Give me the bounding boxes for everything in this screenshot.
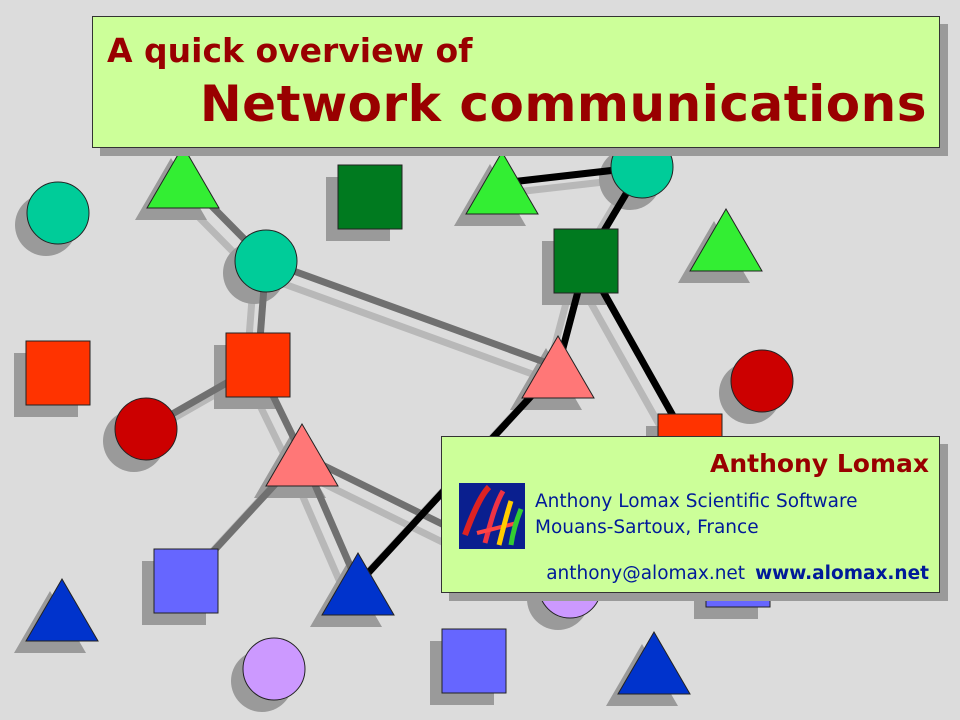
node-square-s3 xyxy=(225,332,291,398)
title-card: A quick overview of Network communicatio… xyxy=(92,16,940,148)
node-circle-c4 xyxy=(114,397,178,461)
title-line-1: A quick overview of xyxy=(107,31,473,70)
network-nodes xyxy=(25,135,794,701)
link-c2-t4 xyxy=(264,257,560,371)
node-triangle-t5 xyxy=(265,423,339,487)
website-link[interactable]: www.alomax.net xyxy=(755,563,929,584)
title-line-2: Network communications xyxy=(199,75,927,133)
organization-location: Mouans-Sartoux, France xyxy=(535,517,759,538)
node-triangle-t8 xyxy=(617,631,691,695)
node-triangle-t4 xyxy=(521,335,595,399)
node-triangle-t3 xyxy=(689,208,763,272)
node-triangle-t1 xyxy=(146,145,220,209)
organization-name: Anthony Lomax Scientific Software xyxy=(535,491,858,512)
node-circle-c2 xyxy=(234,229,298,293)
company-logo-icon xyxy=(459,483,525,549)
node-circle-c5 xyxy=(730,349,794,413)
node-triangle-t2 xyxy=(465,151,539,215)
node-square-s2 xyxy=(553,228,619,294)
node-square-s7 xyxy=(441,628,507,694)
node-triangle-t7 xyxy=(321,552,395,616)
node-square-s6 xyxy=(153,548,219,614)
node-circle-c7 xyxy=(242,637,306,701)
author-card: Anthony Lomax Anthony Lomax Scientific S… xyxy=(441,436,940,593)
contact-row: anthony@alomax.net www.alomax.net xyxy=(546,563,929,584)
author-name: Anthony Lomax xyxy=(709,449,929,478)
link-shadow-c2-t4 xyxy=(252,269,548,383)
node-circle-c1 xyxy=(26,181,90,245)
node-square-s4 xyxy=(25,340,91,406)
node-square-s1 xyxy=(337,164,403,230)
node-triangle-t6 xyxy=(25,578,99,642)
email-link[interactable]: anthony@alomax.net xyxy=(546,563,746,584)
